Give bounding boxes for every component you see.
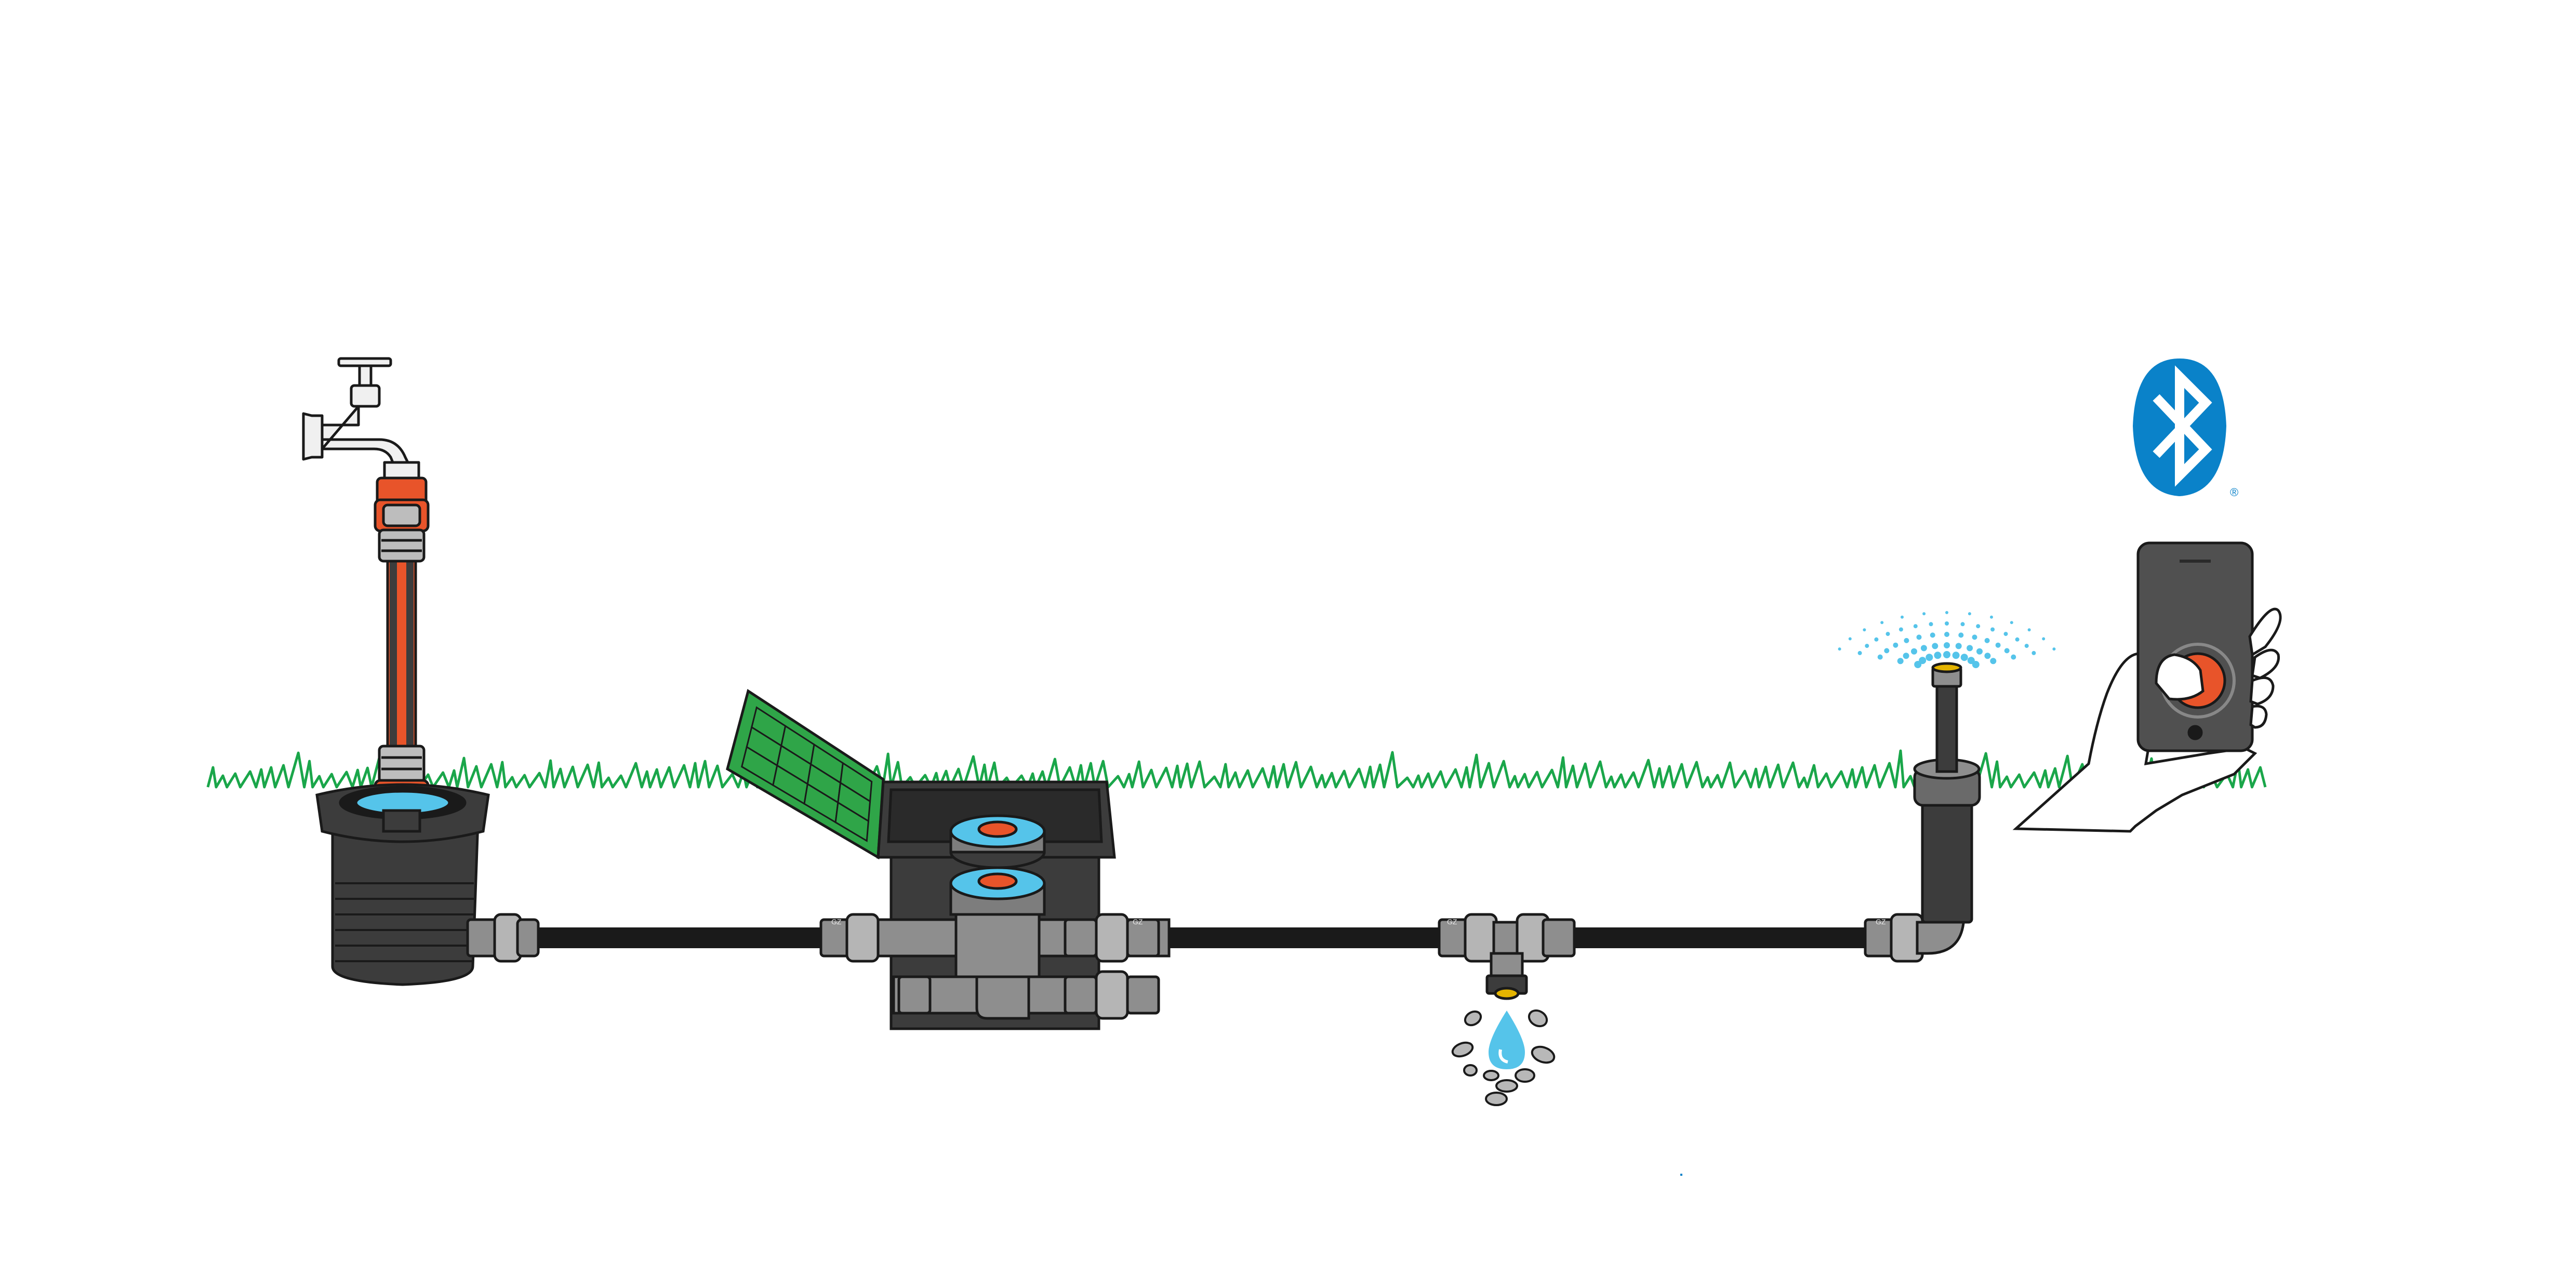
- spray-droplet: [1944, 632, 1949, 637]
- sprinkler-spray: [1838, 611, 2056, 668]
- spray-droplet: [2042, 637, 2046, 641]
- drainage-gravel: [1451, 1009, 1556, 1106]
- garden-hose: [374, 476, 430, 818]
- spray-droplet: [1848, 637, 1852, 641]
- spray-droplet: [1972, 661, 1980, 668]
- spray-droplet: [1863, 628, 1866, 632]
- spray-droplet: [2011, 654, 2016, 660]
- water-drop-icon: [1489, 1011, 1525, 1069]
- spray-droplet: [1958, 632, 1964, 638]
- smartphone-icon: [2136, 541, 2254, 752]
- spray-droplet: [1874, 637, 1879, 642]
- hand-fingers: [2155, 607, 2282, 729]
- spray-droplet: [1922, 612, 1926, 616]
- spray-droplet: [1943, 651, 1950, 658]
- spray-droplet: [1898, 627, 1903, 632]
- spray-droplet: [1920, 645, 1927, 652]
- connector-stamp: GZ: [1876, 918, 1886, 926]
- spray-droplet: [2031, 650, 2036, 655]
- spray-droplet: [1944, 642, 1950, 648]
- spray-droplet: [1934, 652, 1942, 659]
- spray-droplet: [1897, 658, 1904, 665]
- spray-droplet: [1916, 634, 1922, 640]
- spray-droplet: [1984, 653, 1991, 659]
- spray-droplet: [1926, 654, 1933, 661]
- spray-droplet: [1976, 624, 1981, 629]
- connector-stamp: GZ: [1447, 918, 1457, 926]
- registered-mark: ®: [2230, 486, 2238, 499]
- spray-droplet: [1967, 645, 1973, 652]
- drain-valve: GZ: [1438, 913, 1576, 1000]
- valve-box-lid: [726, 689, 885, 860]
- spray-droplet: [2015, 637, 2020, 642]
- popup-sprinkler: GZ: [1864, 662, 1981, 963]
- bluetooth-icon: ®: [2133, 358, 2238, 499]
- spray-droplet: [1984, 638, 1990, 643]
- water-socket: [315, 783, 540, 986]
- spray-droplet: [1877, 654, 1883, 660]
- connector-stamp: GZ: [831, 918, 842, 926]
- spray-droplet: [1995, 642, 2001, 648]
- spray-droplet: [1930, 632, 1935, 638]
- lid-grid-cell: [834, 801, 870, 842]
- spray-droplet: [1968, 612, 1971, 616]
- spray-droplet: [1932, 643, 1938, 649]
- spray-droplet: [1857, 650, 1862, 655]
- spray-droplet: [2010, 621, 2013, 625]
- tap-icon: [302, 357, 420, 480]
- spray-droplet: [1976, 648, 1983, 655]
- spray-droplet: [1990, 627, 1995, 632]
- spray-droplet: [1880, 621, 1884, 625]
- spray-droplet: [1990, 615, 1993, 619]
- spray-droplet: [1885, 632, 1890, 636]
- spray-droplet: [1990, 658, 1997, 665]
- spray-droplet: [1865, 644, 1869, 648]
- spray-droplet: [1972, 634, 1977, 640]
- spray-droplet: [1952, 652, 1960, 659]
- spray-droplet: [2052, 647, 2056, 651]
- spray-droplet: [1838, 647, 1841, 651]
- spray-droplet: [1884, 648, 1890, 654]
- spray-droplet: [1955, 643, 1962, 649]
- spray-droplet: [1904, 638, 1909, 643]
- main-pipe: [514, 927, 1870, 948]
- spray-droplet: [2003, 632, 2008, 636]
- spray-droplet: [1945, 621, 1949, 626]
- solenoid-valve-bottom: [949, 866, 1046, 1020]
- spray-droplet: [1945, 611, 1948, 614]
- spray-droplet: [1960, 654, 1968, 661]
- spray-droplet: [1919, 657, 1927, 665]
- connector-stamp: GZ: [1133, 918, 1143, 926]
- spray-droplet: [2024, 644, 2029, 648]
- solenoid-valve-top: [949, 814, 1046, 869]
- spray-droplet: [1903, 653, 1909, 659]
- spray-droplet: [1911, 648, 1917, 655]
- valve-box: GZ GZ: [726, 689, 1171, 1030]
- spray-droplet: [1913, 624, 1918, 629]
- spray-droplet: [1929, 622, 1933, 627]
- spray-droplet: [1893, 642, 1898, 648]
- spray-droplet: [1960, 622, 1965, 627]
- spray-droplet: [1901, 615, 1904, 619]
- spray-droplet: [2027, 628, 2031, 632]
- spray-droplet: [2004, 648, 2010, 654]
- stray-dot: [1680, 1174, 1682, 1176]
